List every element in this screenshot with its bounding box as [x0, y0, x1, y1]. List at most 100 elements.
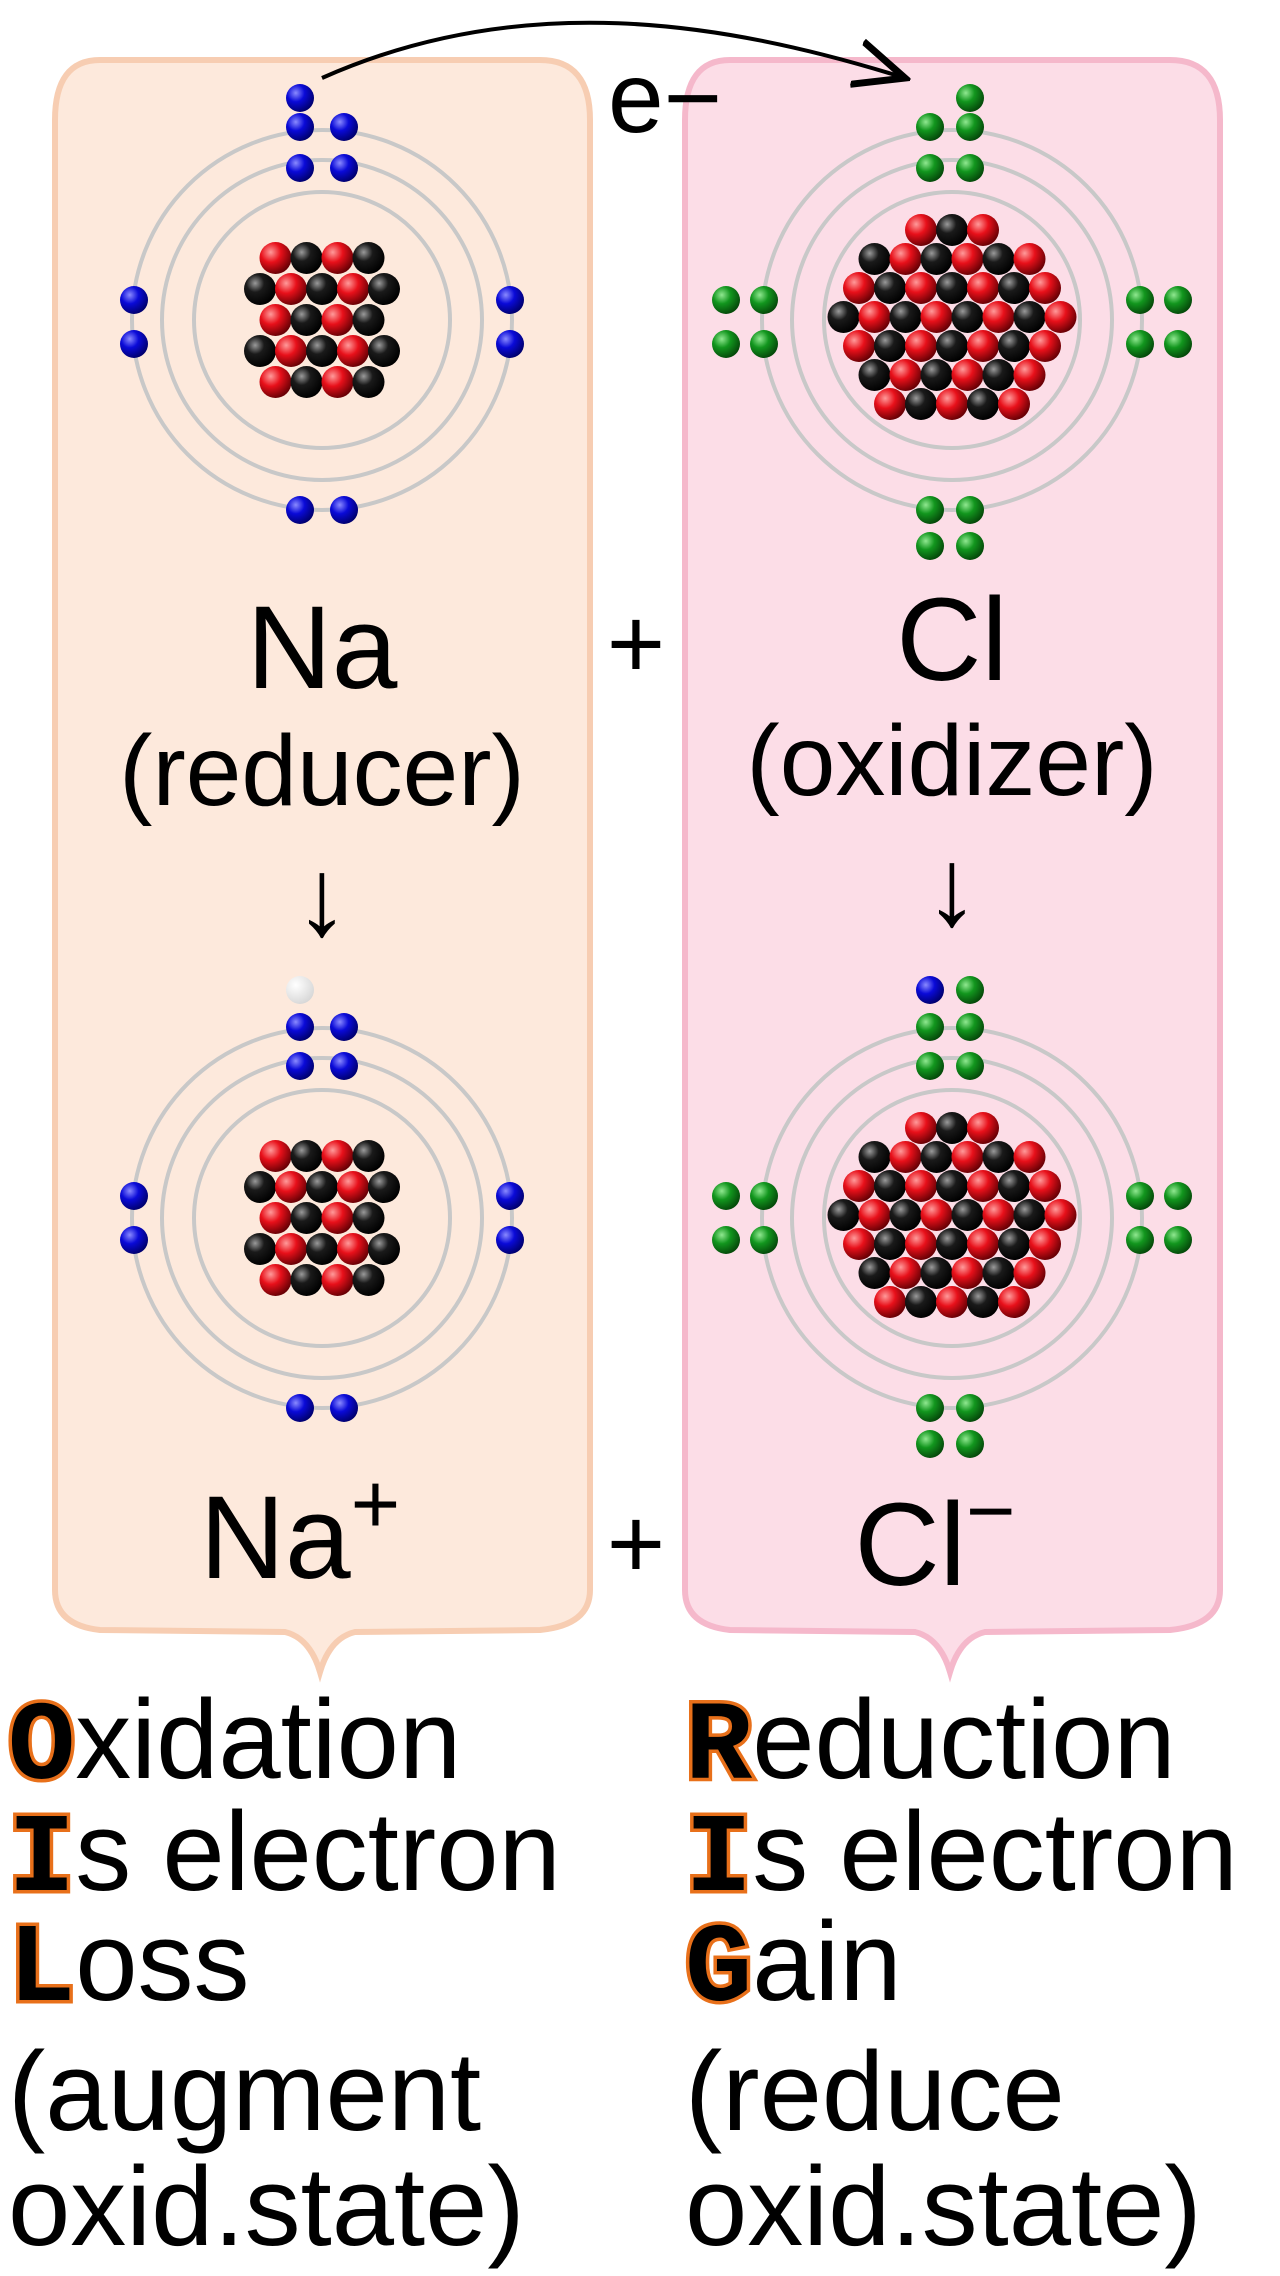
proton — [889, 1141, 922, 1173]
chloride-ion-charge: − — [966, 1464, 1016, 1559]
proton — [337, 1233, 369, 1265]
electron — [286, 113, 314, 141]
chloride-ion-label: Cl− — [854, 1464, 1015, 1611]
chlorine-down-arrow: ↓ — [925, 826, 980, 949]
neutron — [352, 242, 385, 274]
electron — [1126, 1226, 1154, 1254]
proton — [905, 214, 937, 246]
electron — [286, 84, 314, 112]
proton — [1013, 243, 1046, 275]
neutron — [352, 1202, 385, 1234]
electron-shell-ring — [192, 1088, 452, 1348]
neutron — [936, 1112, 968, 1144]
neutron — [306, 1171, 338, 1203]
neutron — [306, 1233, 338, 1265]
plus-sign-bottom: + — [607, 1488, 665, 1600]
proton — [858, 301, 891, 333]
neutron — [967, 1286, 999, 1318]
neutron — [936, 272, 968, 304]
proton — [889, 243, 922, 275]
proton — [259, 304, 292, 336]
neutron — [874, 272, 906, 304]
neutron — [244, 273, 276, 305]
electron — [956, 1394, 984, 1422]
proton — [321, 242, 354, 274]
chloride-ion-symbol: Cl — [854, 1479, 965, 1611]
neutron — [905, 1286, 937, 1318]
electron — [712, 1182, 740, 1210]
proton — [920, 301, 953, 333]
proton — [321, 1140, 354, 1172]
proton — [951, 359, 984, 391]
proton — [967, 330, 999, 362]
oil-initial-l: L — [8, 1907, 75, 2034]
oil-rest-3: oss — [75, 1899, 249, 2024]
oxidation-panel — [52, 57, 593, 1683]
electron — [286, 154, 314, 182]
electron — [750, 286, 778, 314]
rig-initial-i: I — [685, 1797, 752, 1924]
neutron — [951, 301, 984, 333]
electron — [1164, 1182, 1192, 1210]
sodium-down-arrow: ↓ — [295, 836, 350, 959]
proton — [920, 1199, 953, 1231]
electron — [120, 330, 148, 358]
electron-shell-ring — [760, 128, 1144, 512]
neutron — [368, 1171, 400, 1203]
electron — [916, 532, 944, 560]
electron — [330, 496, 358, 524]
neutron — [874, 1170, 906, 1202]
electron — [330, 1394, 358, 1422]
electron — [286, 1052, 314, 1080]
neutron — [827, 1199, 860, 1231]
neutron — [858, 243, 891, 275]
oil-line-1: Oxidation — [8, 1677, 461, 1812]
neutron — [998, 1170, 1030, 1202]
proton — [967, 1112, 999, 1144]
proton — [259, 1140, 292, 1172]
electron — [956, 1013, 984, 1041]
sodium-ion-label: Na+ — [200, 1457, 400, 1604]
proton — [982, 1199, 1015, 1231]
oil-initial-i: I — [8, 1797, 75, 1924]
sodium-ion-charge: + — [351, 1457, 401, 1552]
neutron — [951, 1199, 984, 1231]
electron-shell-ring — [160, 1056, 484, 1380]
proton — [936, 388, 968, 420]
electron — [916, 1430, 944, 1458]
oil-rest-1: xidation — [75, 1677, 461, 1802]
proton — [337, 273, 369, 305]
proton — [275, 1171, 307, 1203]
electron — [956, 532, 984, 560]
electron — [956, 976, 984, 1004]
electron-shell-ring — [160, 158, 484, 482]
electron — [1164, 330, 1192, 358]
rig-note-line-1: (reduce — [685, 2029, 1065, 2154]
neutron — [827, 301, 860, 333]
proton — [843, 1228, 875, 1260]
proton — [1029, 1170, 1061, 1202]
electron — [956, 1052, 984, 1080]
proton — [321, 304, 354, 336]
electron — [750, 1226, 778, 1254]
proton — [889, 359, 922, 391]
proton — [858, 1199, 891, 1231]
neutron — [290, 1140, 323, 1172]
electron-transfer-arrow — [321, 20, 905, 78]
electron — [330, 1013, 358, 1041]
neutron — [998, 330, 1030, 362]
rig-mnemonic: Reduction Is electron Gain (reduce oxid.… — [682, 1677, 1238, 2269]
electron — [916, 1052, 944, 1080]
proton — [259, 366, 292, 398]
neutron — [290, 1202, 323, 1234]
oil-initial-o: O — [8, 1685, 75, 1812]
proton — [843, 330, 875, 362]
electron — [712, 286, 740, 314]
proton — [321, 1264, 354, 1296]
neutron — [998, 272, 1030, 304]
neutron — [936, 1228, 968, 1260]
electron — [120, 1182, 148, 1210]
neutron — [1013, 301, 1046, 333]
lost-electron — [286, 976, 314, 1004]
